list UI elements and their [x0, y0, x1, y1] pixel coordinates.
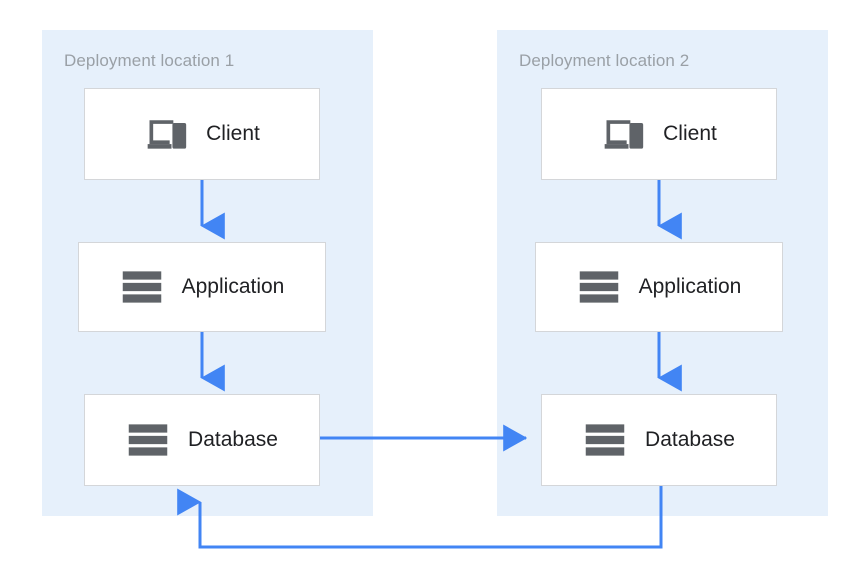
server-stack-icon [128, 424, 168, 456]
node-client-1-label: Client [206, 122, 260, 145]
devices-icon [604, 120, 644, 149]
node-application-1[interactable]: Application [78, 242, 326, 332]
node-client-2-label: Client [663, 122, 717, 145]
node-database-1[interactable]: Database [84, 394, 320, 486]
deployment-zone-1-label: Deployment location 1 [64, 51, 235, 70]
deployment-zone-2-label: Deployment location 2 [519, 51, 690, 70]
devices-icon [147, 120, 187, 149]
node-database-2[interactable]: Database [541, 394, 777, 486]
node-database-1-label: Database [188, 428, 278, 451]
server-stack-icon [122, 271, 161, 303]
node-database-2-label: Database [645, 428, 735, 451]
node-application-1-label: Application [181, 275, 285, 298]
node-application-2[interactable]: Application [535, 242, 783, 332]
node-client-1[interactable]: Client [84, 88, 320, 180]
node-client-2[interactable]: Client [541, 88, 777, 180]
node-application-2-label: Application [638, 275, 742, 298]
server-stack-icon [585, 424, 625, 456]
server-stack-icon [579, 271, 618, 303]
